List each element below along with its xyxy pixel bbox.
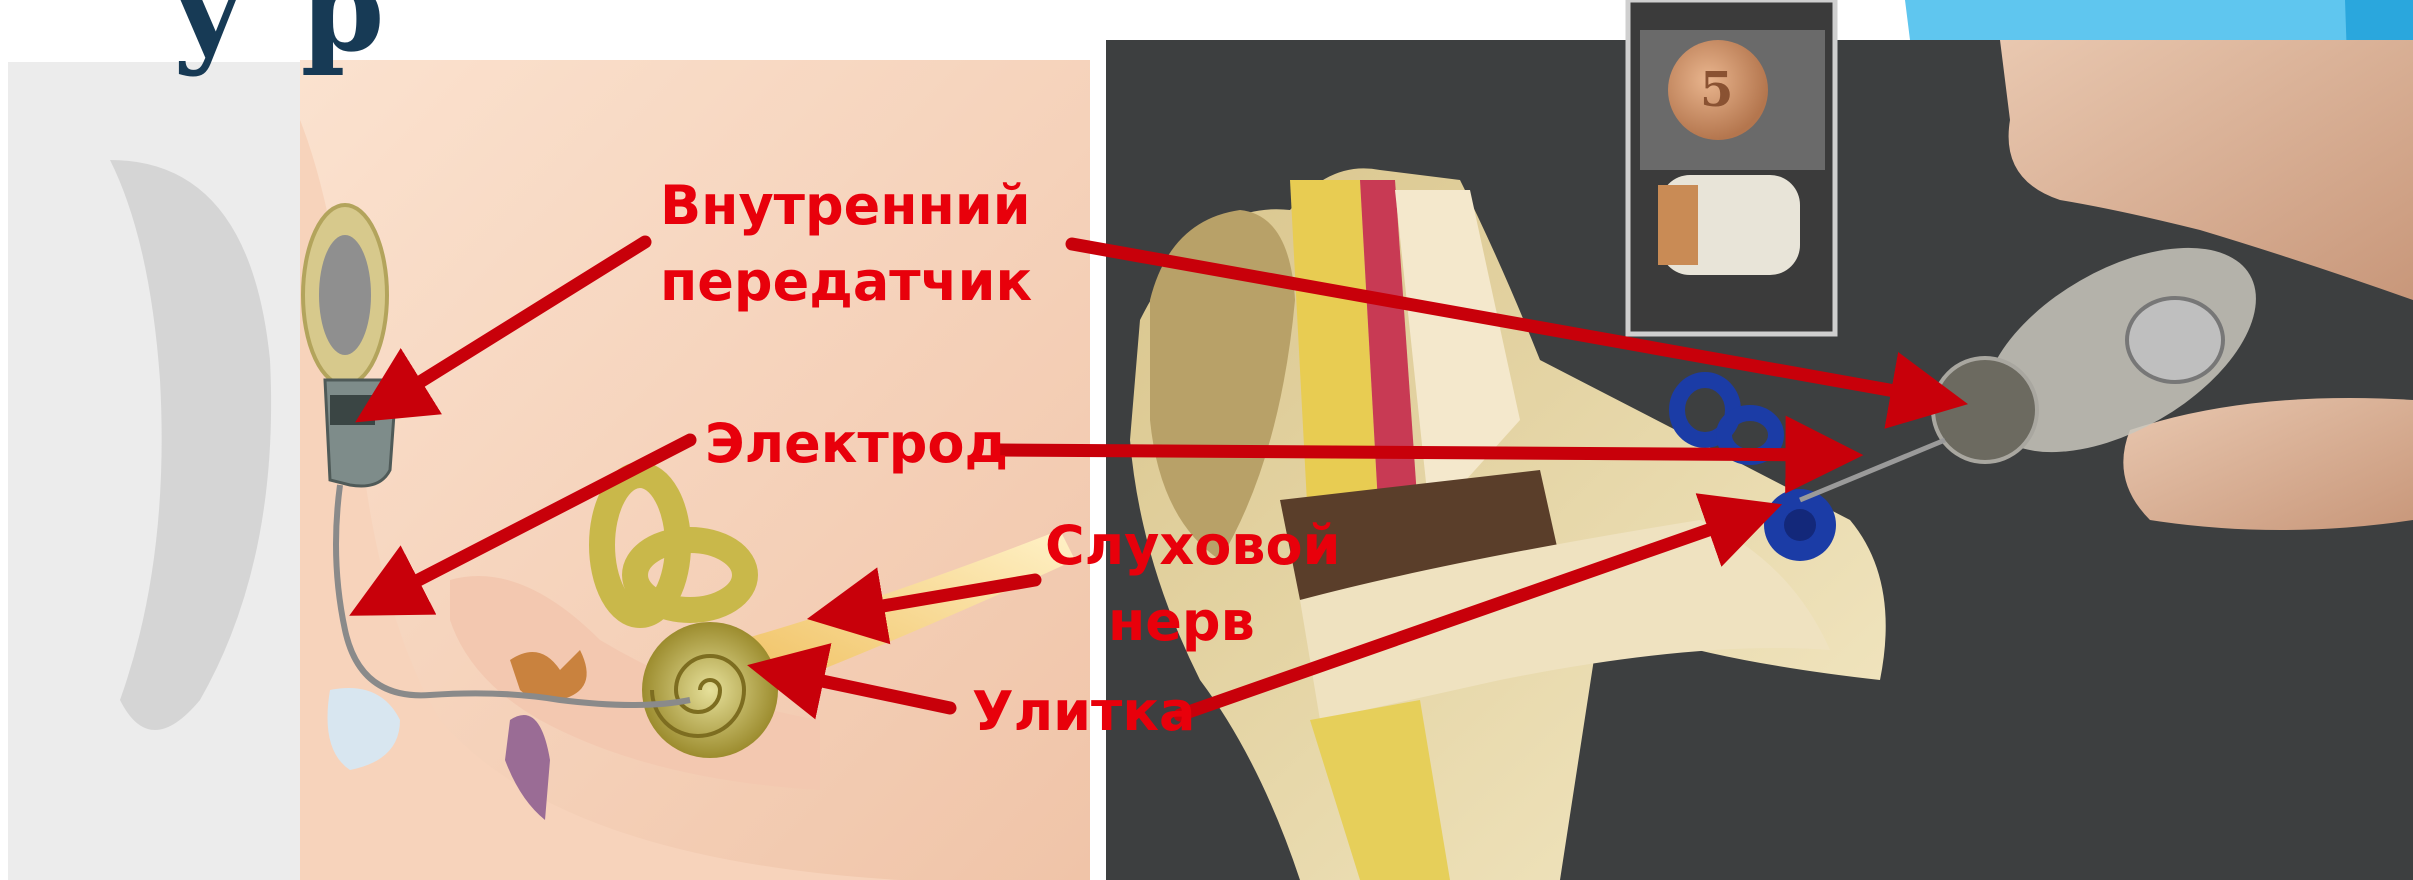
coin-numeral: 5 bbox=[1700, 62, 1733, 118]
label-internal-transmitter-line2: передатчик bbox=[660, 252, 1032, 312]
label-cochlea: Улитка bbox=[972, 682, 1195, 742]
slide-title-fragment: у р bbox=[170, 0, 391, 79]
label-auditory-nerve-line1: Слуховой bbox=[1045, 516, 1340, 576]
label-internal-transmitter-line1: Внутренний bbox=[660, 176, 1031, 236]
label-electrode: Электрод bbox=[705, 414, 1008, 474]
arrow-electrode-right bbox=[1000, 450, 1840, 455]
ear-model-photo bbox=[1106, 0, 2413, 880]
label-auditory-nerve-line2: нерв bbox=[1108, 592, 1255, 652]
